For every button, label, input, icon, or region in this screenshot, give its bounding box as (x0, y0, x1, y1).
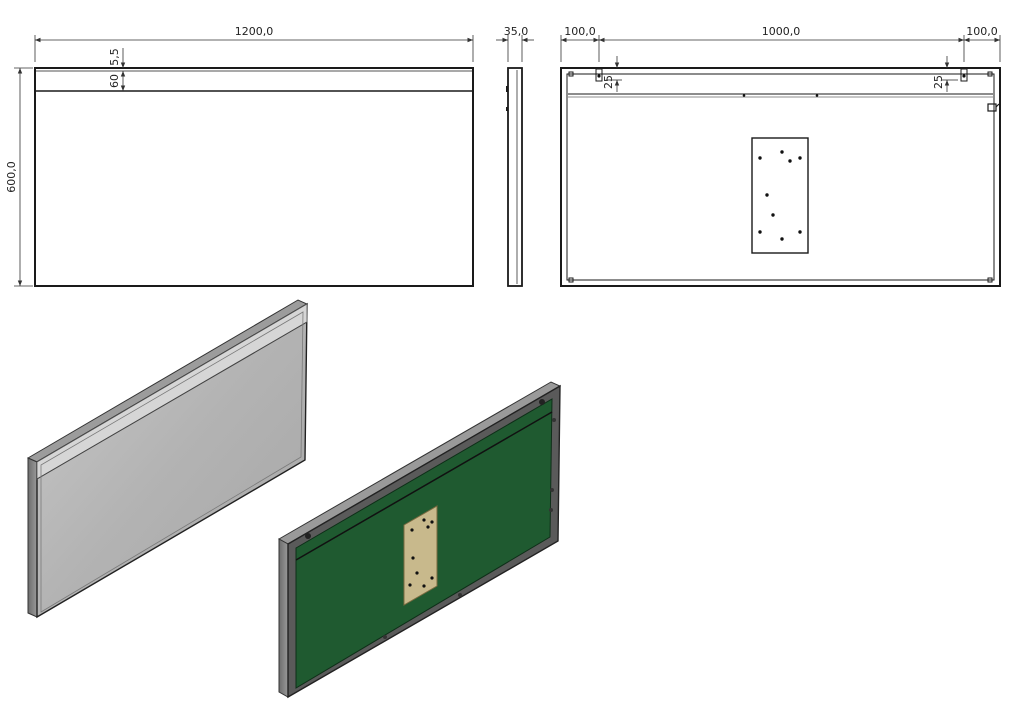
rear-left-offset-label: 100,0 (564, 25, 596, 38)
top-band-5-5-label: 5,5 (108, 48, 121, 66)
rear-left-hook (595, 68, 603, 82)
rear-right-hook (960, 68, 968, 82)
rear-right-offset-label: 100,0 (966, 25, 998, 38)
iso-rear-side-face (278, 538, 289, 698)
rear-center-span-label: 1000,0 (762, 25, 801, 38)
front-view-outline (34, 67, 474, 287)
isometric-front-view (26, 299, 309, 619)
rear-view-inner-frame (566, 73, 995, 281)
top-band-60-label: 60 (108, 74, 121, 88)
rear-left-drop-label: 25 (602, 75, 615, 89)
front-height-label: 600,0 (5, 161, 18, 193)
iso-front-mirror-face (36, 302, 308, 619)
side-view: 35,0 (496, 25, 534, 287)
isometric-rear-view (277, 381, 562, 699)
rear-view-outline (560, 67, 1001, 287)
side-view-outline (507, 67, 523, 287)
rear-switch (987, 103, 1000, 112)
front-view: 1200,0 600,0 60 5,5 (5, 25, 474, 287)
side-depth-label: 35,0 (504, 25, 529, 38)
iso-front-side-face (27, 457, 38, 618)
rear-right-drop-label: 25 (932, 75, 945, 89)
rear-view: 100,0 1000,0 100,0 25 25 (560, 25, 1001, 287)
front-width-label: 1200,0 (235, 25, 274, 38)
rear-mounting-plate (751, 137, 809, 254)
